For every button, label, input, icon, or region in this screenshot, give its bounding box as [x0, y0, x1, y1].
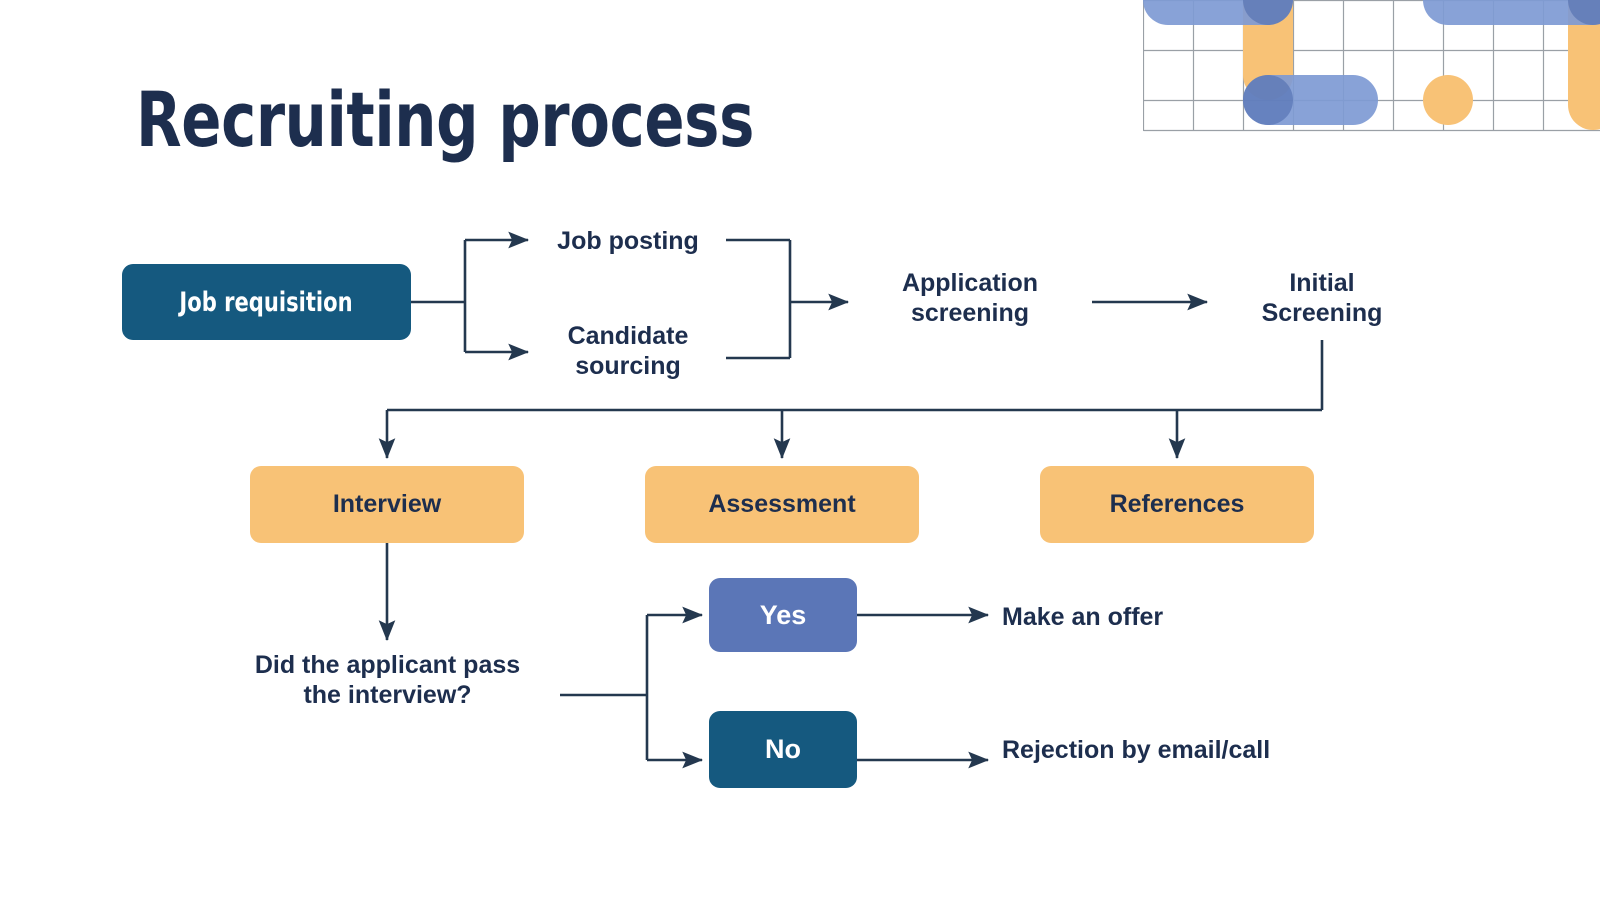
node-application-screening: Application screening [901, 269, 1039, 327]
page-title: Recruiting process [136, 75, 754, 164]
node-initial-screening: Initial Screening [1261, 269, 1383, 327]
node-label: References [1109, 490, 1245, 519]
node-label: Interview [332, 490, 442, 519]
node-label: Job requisition [179, 286, 354, 318]
node-outcome-rejection: Rejection by email/call [1002, 736, 1271, 764]
node-assessment[interactable]: Assessment [645, 466, 919, 543]
node-label: Assessment [708, 490, 856, 519]
node-references[interactable]: References [1040, 466, 1314, 543]
node-candidate-sourcing: Candidate sourcing [567, 322, 689, 380]
node-job-requisition[interactable]: Job requisition [122, 264, 411, 340]
node-decision-question: Did the applicant pass the interview? [254, 651, 521, 709]
node-label: No [765, 734, 801, 764]
node-answer-yes[interactable]: Yes [709, 578, 857, 652]
decorative-grid-pattern [1143, 0, 1600, 135]
node-answer-no[interactable]: No [709, 711, 857, 788]
node-job-posting: Job posting [557, 227, 699, 255]
node-outcome-offer: Make an offer [1002, 603, 1164, 631]
node-label: Yes [759, 599, 807, 630]
node-interview[interactable]: Interview [250, 466, 524, 543]
